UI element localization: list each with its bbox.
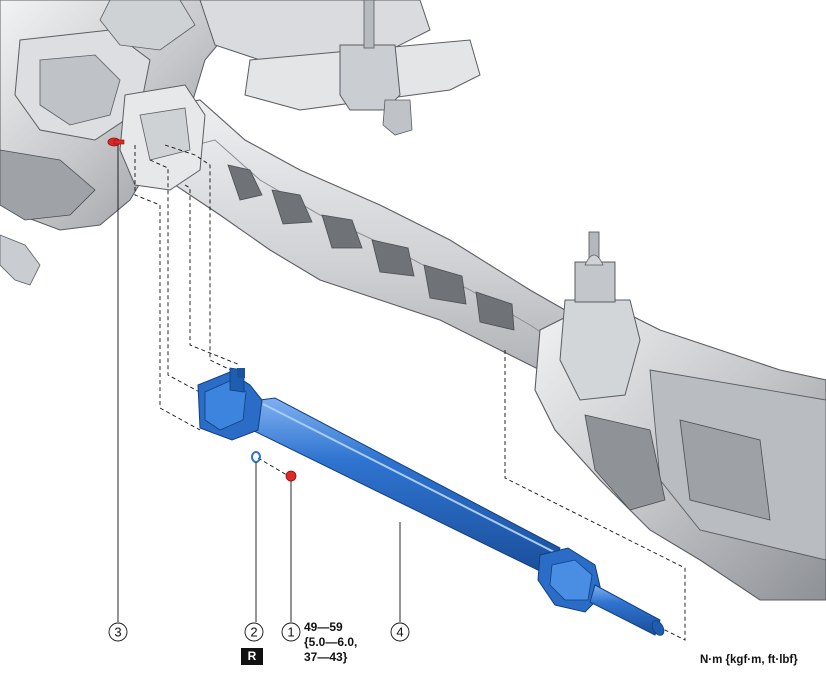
propeller-shaft [197, 367, 665, 636]
torque-spec-line: {5.0—6.0, [304, 635, 358, 649]
nut-part-1 [285, 470, 297, 482]
replace-badge: R [241, 648, 263, 665]
callout-4: 4 [390, 622, 410, 642]
units-note: N·m {kgf·m, ft·lbf} [700, 654, 798, 666]
svg-text:2: 2 [250, 625, 257, 640]
alignment-guides [134, 144, 686, 641]
callout-3: 3 [108, 622, 128, 642]
transmission-assembly [534, 231, 826, 601]
callout-leaders [117, 145, 401, 622]
torque-spec-line: 49—59 [304, 620, 343, 634]
svg-text:1: 1 [287, 625, 294, 640]
callout-1: 1 [281, 622, 301, 642]
torque-spec-line: 37—43} [304, 650, 348, 664]
svg-text:4: 4 [396, 625, 403, 640]
svg-text:3: 3 [114, 625, 121, 640]
frame-beam [119, 84, 641, 401]
callout-2: 2 [244, 622, 264, 642]
differential-assembly [0, 0, 481, 286]
torque-spec: 49—59 {5.0—6.0, 37—43} [304, 620, 394, 665]
bolt-part-3 [107, 137, 125, 147]
washer-part-2 [251, 451, 261, 463]
